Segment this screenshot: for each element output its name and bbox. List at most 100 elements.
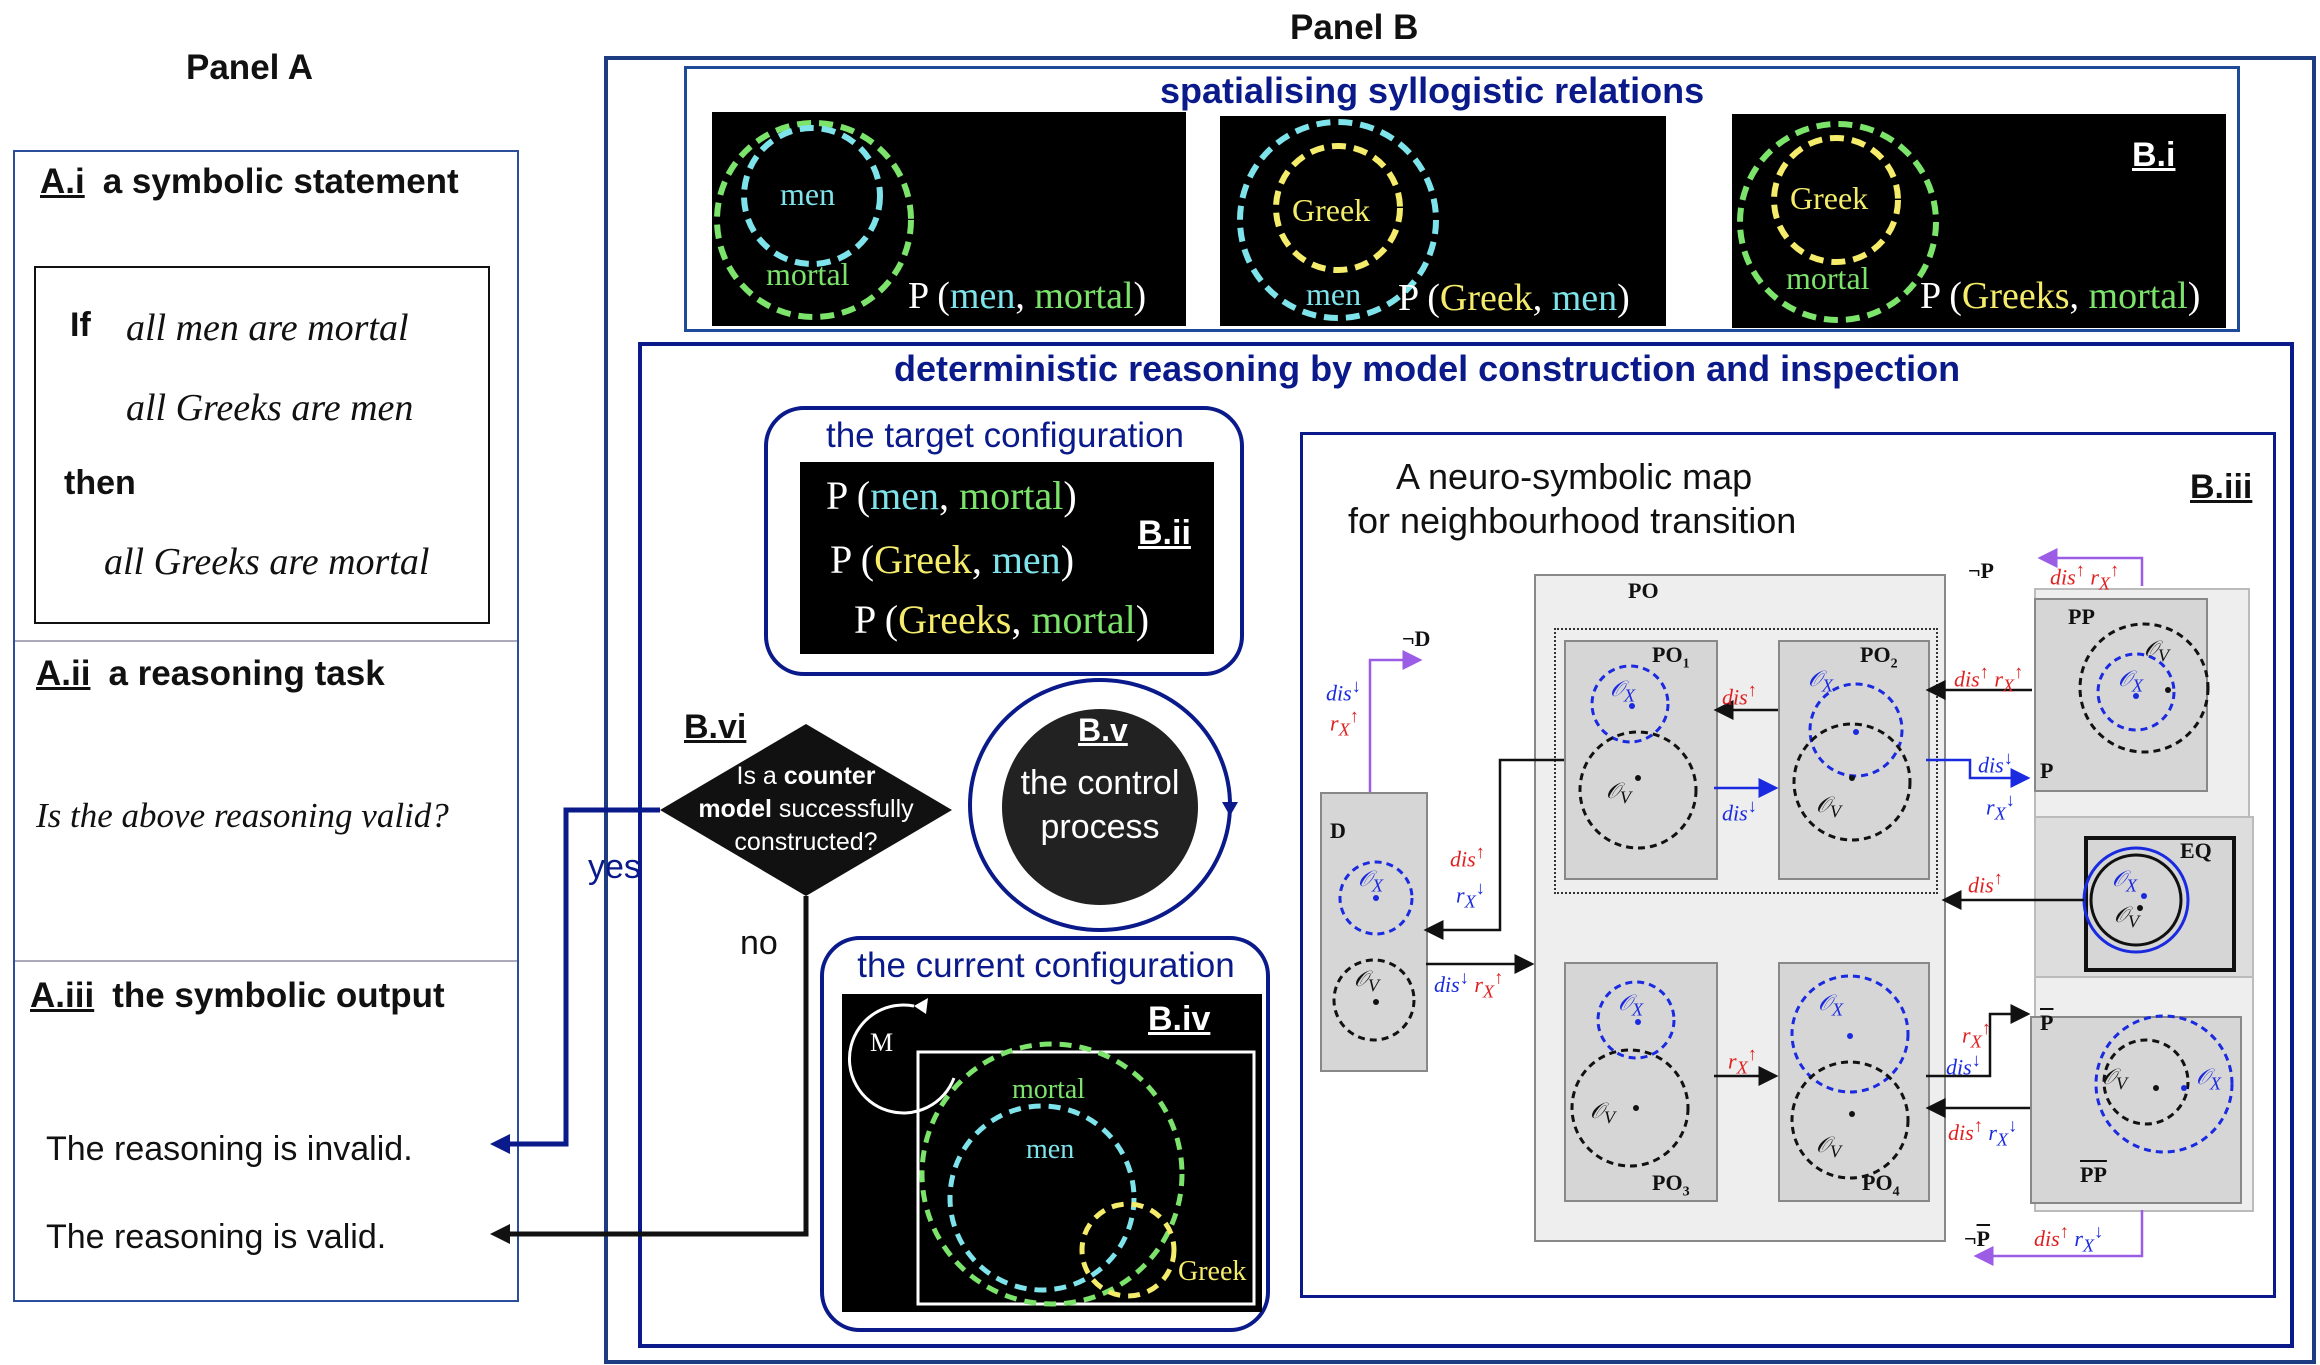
transition-label: rX↓ [1456, 878, 1485, 912]
transition-label: dis↓ rX↑ [1434, 968, 1504, 1002]
aiii-title: the symbolic output [112, 976, 445, 1015]
transition-label: rX↓ [1986, 790, 2015, 824]
transition-label: dis↑ [1722, 680, 1757, 710]
neg-d-label: ¬D [1402, 626, 1431, 651]
conclusion: all Greeks are mortal [104, 541, 430, 583]
statement-box [34, 266, 490, 624]
pp-label: PP [2068, 604, 2095, 629]
control-line-2: process [1040, 808, 1160, 846]
bvi-tag: B.vi [684, 708, 747, 746]
ov-label: 𝒪V [2114, 902, 2140, 932]
ox-label: 𝒪X [1358, 866, 1384, 896]
transition-label: rX↑ [1330, 706, 1359, 740]
transition-label: dis↑ [1450, 842, 1485, 872]
transition-label: dis↑ rX↓ [1948, 1116, 2018, 1150]
relation-panel-2: Greek men P (Greek, men) [1220, 116, 1666, 326]
po4-label: PO4 [1862, 1170, 1900, 1200]
ov-label: 𝒪V [2102, 1064, 2128, 1094]
transition-label: dis↑ [1968, 868, 2003, 898]
current-config-title: the current configuration [857, 946, 1235, 985]
decision-text: Is a counter model successfully construc… [698, 762, 914, 856]
panel-b-frame [604, 56, 2316, 1364]
target-line-2: P (Greek, men) [830, 537, 1075, 582]
no-label: no [740, 924, 778, 962]
transition-label: dis↑ rX↓ [2034, 1222, 2104, 1256]
transition-label: rX↑ [1728, 1044, 1757, 1078]
predicate-label: P (men, mortal) [908, 275, 1147, 317]
ox-label: 𝒪X [2112, 866, 2138, 896]
ov-label: 𝒪V [1590, 1098, 1616, 1128]
ppbar-label: PP [2080, 1162, 2107, 1187]
ox-label: 𝒪X [1618, 990, 1644, 1020]
target-config-panel: P (men, mortal) P (Greek, men) P (Greeks… [800, 462, 1214, 654]
aii-tag: A.ii [36, 654, 91, 693]
target-line-1: P (men, mortal) [826, 473, 1077, 518]
transition-label: dis↑ rX↑ [1954, 662, 2024, 696]
ai-title: a symbolic statement [102, 162, 459, 201]
transition-label: dis↑ rX↑ [2050, 560, 2120, 594]
predicate-label: P (Greeks, mortal) [1920, 275, 2201, 317]
po3-label: PO3 [1652, 1170, 1690, 1200]
premise-1: all men are mortal [126, 307, 409, 349]
decision-diamond [660, 724, 952, 896]
pbar-label: P [2040, 1010, 2054, 1035]
ai-tag: A.i [40, 162, 85, 201]
ov-label: 𝒪V [1606, 778, 1632, 808]
target-config-title: the target configuration [825, 416, 1184, 455]
ppbar-box [2030, 1016, 2242, 1204]
bv-tag: B.v [1078, 712, 1128, 748]
ov-label: 𝒪V [1816, 1132, 1842, 1162]
panel-a-frame [13, 150, 519, 1302]
eq-box [2084, 836, 2236, 972]
men-label: men [1026, 1134, 1075, 1165]
bii-tag: B.ii [1138, 514, 1191, 552]
panel-a-title: Panel A [186, 48, 314, 87]
aiii-tag: A.iii [30, 976, 95, 1015]
spatialising-frame [684, 66, 2240, 332]
current-config-box [820, 936, 1270, 1332]
if-keyword: If [70, 306, 91, 344]
ox-label: 𝒪X [1818, 990, 1844, 1020]
output-valid: The reasoning is valid. [46, 1218, 387, 1256]
aii-heading: A.ii a reasoning task [36, 654, 385, 694]
reasoning-question: Is the above reasoning valid? [36, 796, 449, 835]
target-config-box [764, 406, 1244, 676]
spatialising-title: spatialising syllogistic relations [1160, 70, 1705, 111]
aii-title: a reasoning task [108, 654, 385, 693]
control-process-cycle [968, 678, 1238, 932]
aiii-heading: A.iii the symbolic output [30, 976, 445, 1016]
yes-label: yes [588, 848, 641, 886]
po1-box [1564, 640, 1718, 880]
p-label: P [2040, 758, 2054, 783]
inner-label: Greek [1790, 180, 1869, 216]
ai-heading: A.i a symbolic statement [40, 162, 459, 202]
ox-label: 𝒪X [1610, 676, 1636, 706]
outer-label: mortal [766, 256, 850, 292]
ox-label: 𝒪X [2196, 1064, 2222, 1094]
control-line-1: the control [1020, 764, 1180, 802]
panel-b-title: Panel B [1290, 8, 1419, 47]
transition-label: dis↓ [1978, 748, 2013, 778]
premise-2: all Greeks are men [126, 387, 414, 429]
po2-box [1778, 640, 1930, 880]
po4-box [1778, 962, 1930, 1202]
ox-label: 𝒪X [2118, 666, 2144, 696]
model-label: M [870, 1028, 894, 1057]
ov-label: 𝒪V [1816, 792, 1842, 822]
d-label: D [1330, 818, 1346, 843]
predicate-label: P (Greek, men) [1398, 277, 1630, 319]
transition-label: dis↓ [1946, 1050, 1981, 1080]
output-invalid: The reasoning is invalid. [46, 1130, 413, 1168]
po-label: PO [1628, 578, 1659, 603]
current-config-panel: M B.iv mortal men Greek [842, 994, 1262, 1312]
nested-circles [1237, 119, 1439, 321]
greek-label: Greek [1178, 1256, 1247, 1287]
target-line-3: P (Greeks, mortal) [854, 597, 1150, 642]
map-title-2: for neighbourhood transition [1348, 500, 1797, 541]
map-frame [1300, 432, 2276, 1298]
ox-label: 𝒪X [1808, 666, 1834, 696]
ov-label: 𝒪V [2144, 636, 2170, 666]
outer-label: mortal [1786, 260, 1870, 296]
current-model-circles [847, 998, 1256, 1307]
map-title-1: A neuro-symbolic map [1396, 456, 1753, 497]
